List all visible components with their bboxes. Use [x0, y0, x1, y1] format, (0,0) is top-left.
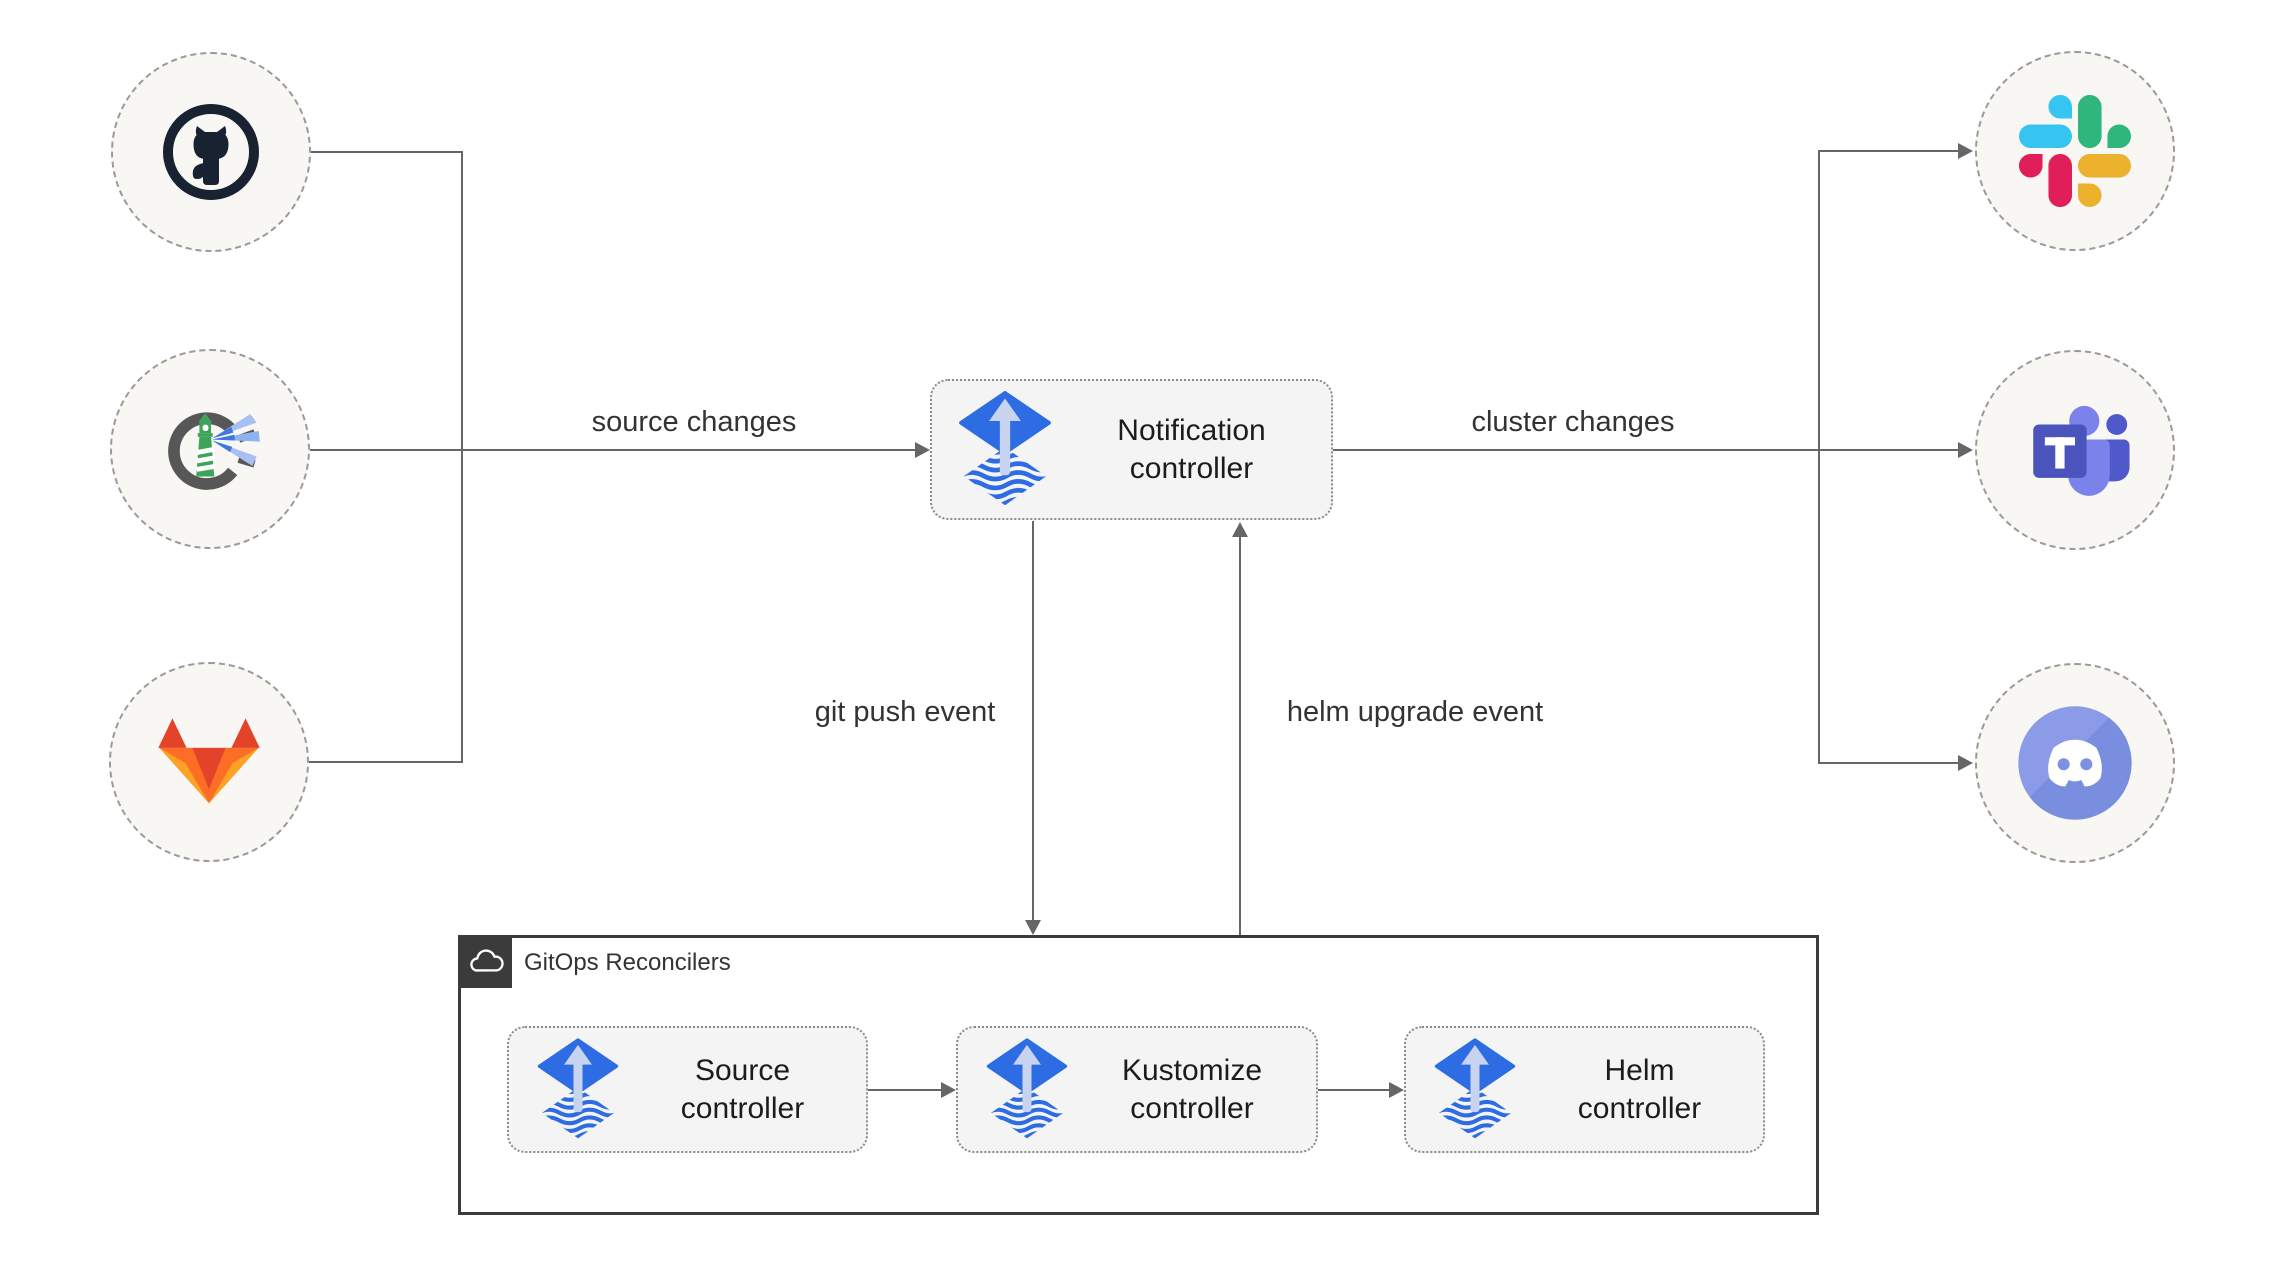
edge-gitlab-to-junction: [309, 761, 462, 763]
node-github: [111, 52, 311, 252]
gitops-corner-badge: [459, 936, 512, 988]
edge-cluster-changes-line: [1333, 449, 1820, 451]
flux-icon: [986, 1037, 1068, 1142]
arrowhead-into-discord: [1958, 755, 1973, 771]
node-slack: [1975, 51, 2175, 251]
edge-source-changes-line: [310, 449, 916, 451]
notification-controller-label: Notification controller: [1117, 413, 1266, 485]
teams-icon: [2033, 405, 2130, 496]
flux-icon: [959, 390, 1051, 505]
node-harbor: [110, 349, 310, 549]
kustomize-controller-label: Kustomize controller: [1121, 1053, 1263, 1125]
edge-left-junction-vertical: [461, 151, 463, 763]
flux-icon: [958, 390, 1052, 509]
harbor-icon: [168, 412, 260, 490]
edge-label-cluster-changes: cluster changes: [1471, 406, 1675, 438]
arrowhead-into-gitops: [1025, 920, 1041, 935]
edge-git-push-line: [1032, 521, 1034, 920]
arrowhead-into-slack: [1958, 143, 1973, 159]
edge-kustomize-to-helm: [1318, 1089, 1390, 1091]
flux-icon: [537, 1037, 619, 1138]
cloud-icon: [469, 949, 504, 972]
edge-to-slack: [1819, 150, 1958, 152]
helm-controller-label: Helm controller: [1577, 1053, 1702, 1125]
source-controller-box: Source controller: [507, 1026, 868, 1153]
node-discord: [1975, 663, 2175, 863]
kustomize-controller-box: Kustomize controller: [956, 1026, 1318, 1153]
gitops-reconcilers-title: GitOps Reconcilers: [524, 949, 731, 976]
edge-right-junction-vertical: [1818, 150, 1820, 764]
flux-icon: [1434, 1037, 1516, 1142]
arrowhead-into-notification-bottom: [1232, 522, 1248, 537]
flux-icon: [1434, 1037, 1516, 1138]
edge-label-source-changes: source changes: [591, 406, 797, 438]
arrowhead-into-teams: [1958, 442, 1973, 458]
edge-to-discord: [1819, 762, 1958, 764]
discord-icon: [2018, 706, 2132, 820]
gitlab-icon: [158, 718, 260, 804]
edge-helm-upgrade-line: [1239, 537, 1241, 936]
node-gitlab: [109, 662, 309, 862]
github-icon: [163, 104, 259, 200]
slack-icon: [2019, 95, 2131, 207]
edge-to-teams: [1819, 449, 1958, 451]
helm-controller-box: Helm controller: [1404, 1026, 1765, 1153]
arrowhead-into-notification: [915, 442, 930, 458]
arrowhead-into-kustomize: [941, 1082, 956, 1098]
arrowhead-into-helm: [1389, 1082, 1404, 1098]
node-teams: [1975, 350, 2175, 550]
edge-label-git-push-event: git push event: [814, 696, 996, 728]
notification-controller-box: Notification controller: [930, 379, 1333, 520]
flux-icon: [986, 1037, 1068, 1138]
flux-icon: [537, 1037, 619, 1142]
edge-source-to-kustomize: [868, 1089, 942, 1091]
edge-github-to-junction: [311, 151, 462, 153]
source-controller-label: Source controller: [680, 1053, 805, 1125]
edge-label-helm-upgrade-event: helm upgrade event: [1286, 696, 1544, 728]
